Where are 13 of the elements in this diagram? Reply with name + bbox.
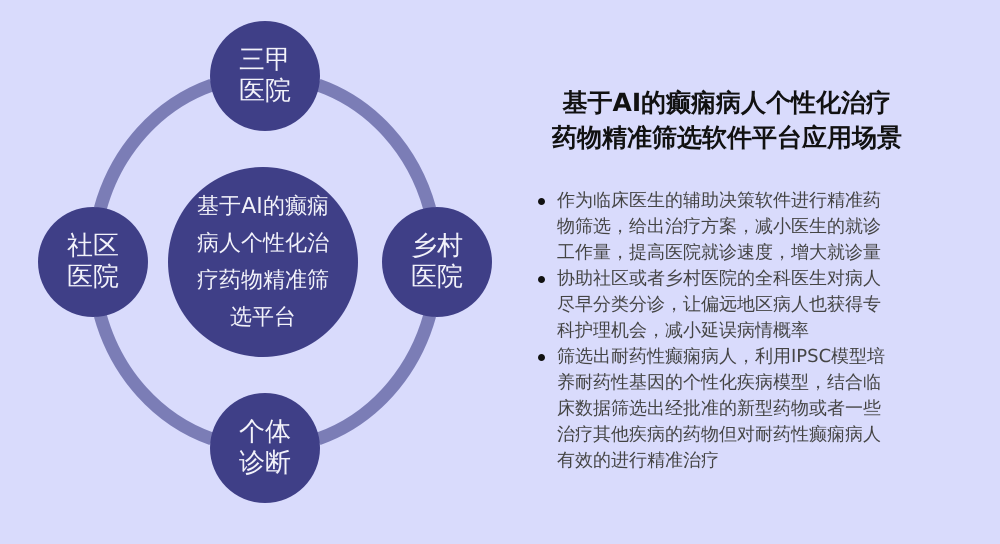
bullet-text: 作为临床医生的辅助决策软件进行精准药物筛选，给出治疗方案，减小医生的就诊工作量，提高医院就诊速度，增大就诊量 — [557, 189, 882, 265]
node-label: 三甲医院 — [238, 45, 292, 107]
node-label: 个体诊断 — [238, 417, 292, 479]
ring-arc — [316, 79, 436, 211]
node-label: 社区医院 — [66, 231, 120, 293]
node-label: 基于AI的癫痫病人个性化治疗药物精准筛选平台 — [196, 193, 330, 332]
bullet-text: 筛选出耐药性癫痫病人，利用IPSC模型培养耐药性基因的个性化疾病模型，结合临床数据筛选出经批准的新型药物或者一些治疗其他疾病的药物但对耐药性癫痫病人有效的进行精准治疗 — [557, 345, 886, 473]
title: 基于AI的癫痫病人个性化治疗药物精准筛选软件平台应用场景 — [551, 87, 903, 154]
bullet-text: 协助社区或者乡村医院的全科医生对病人尽早分类分诊，让偏远地区病人也获得专科护理机会，减小延误病情概率 — [557, 267, 882, 343]
ring-arc — [316, 313, 436, 445]
ring-arc — [94, 79, 214, 211]
node-label: 乡村医院 — [410, 231, 464, 293]
ring-arc — [94, 313, 214, 445]
